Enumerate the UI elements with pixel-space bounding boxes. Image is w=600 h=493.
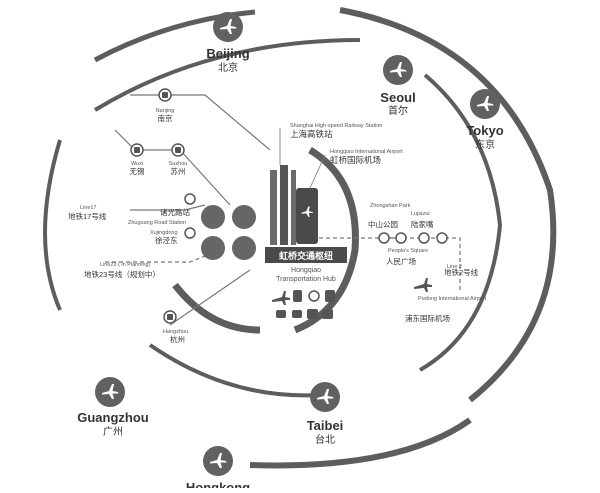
zhuguang-label-en: Zhuguang Road Station [128,220,186,226]
guangzhou-label-en: Guangzhou [77,410,149,425]
pudong-label-zh: 浦东国际机场 [405,313,450,323]
xujing-label-zh: 徐泾东 [155,235,178,245]
inner-ring-arc-right [419,73,503,372]
hub-center-en-1: Hongqiao [291,267,321,274]
city-guangzhou: Guangzhou 广州 [77,377,149,438]
peoples-square-label-en: People's Square [388,248,428,254]
bus-icon [325,290,335,302]
car-icon [276,310,286,318]
tokyo-label-en: Tokyo [466,123,503,138]
station-suzhou: Suzhou 苏州 [169,143,188,176]
outer-ring-arc-right [339,7,557,403]
hub-label: 虹桥交通枢纽 Hongqiao Transportation Hub [265,247,347,283]
tokyo-label-zh: 东京 [475,138,495,151]
zhongshan-label-zh: 中山公园 [368,219,398,229]
railway-label-zh: 上海高铁站 [290,129,333,139]
railway-station-block [270,165,296,245]
nanjing-label-en: Nanjing [156,108,175,114]
bus2-icon [322,309,333,319]
station-hangzhou: Hangzhou 杭州 [163,310,188,344]
zhongshan-label-en: Zhongshan Park [370,203,411,209]
city-taibei: Taibei 台北 [307,382,344,446]
station-pudong: Pudong International Airport 浦东国际机场 [405,278,487,323]
suzhou-label-en: Suzhou [169,161,188,167]
pudong-label-en: Pudong International Airport [418,296,487,302]
taxi-icon [292,310,302,318]
station-wuxi: Wuxi 无锡 [130,143,145,176]
beijing-label-zh: 北京 [218,61,238,74]
line-east-dashed [305,237,461,290]
line-wuxi-suzhou [114,129,231,206]
station-nanjing: Nanjing 南京 [156,88,175,123]
xujing-label-en: Xujingdong [150,230,178,236]
line2-label-zh: 地铁2号线 [444,267,479,277]
seoul-label-en: Seoul [380,90,415,105]
railway-label-en: Shanghai High-speed Railway Station [290,123,382,129]
wuxi-label-en: Wuxi [131,161,143,167]
city-seoul: Seoul 首尔 [380,55,416,117]
station-zhuguang: 诸光路站 Zhuguang Road Station [128,193,196,226]
pudong-airplane-icon [414,278,432,292]
inner-ring-arc-bottom [148,343,321,398]
inner-ring-arc-top [93,38,361,112]
inner-arc-left [172,282,261,334]
clover-logo [201,205,256,260]
metro-icon [308,290,320,302]
airport-block [296,188,318,244]
line-nanjing [130,94,271,151]
line23-label-zh: 地铁23号线（规划中） [84,269,160,279]
seoul-label-zh: 首尔 [388,104,408,117]
taibei-label-en: Taibei [307,418,344,433]
coach-icon [307,309,318,319]
suzhou-label-zh: 苏州 [171,166,186,176]
city-beijing: Beijing 北京 [206,12,250,74]
taibei-label-zh: 台北 [315,433,335,446]
line2-label-en: Line 2 [447,264,462,270]
zhuguang-label-zh: 诸光路站 [160,207,190,217]
outer-ring-arc-bottom [249,417,472,469]
wuxi-label-zh: 无锡 [130,167,145,176]
station-xujing: Xujingdong 徐泾东 [150,227,196,245]
airport-label-zh: 虹桥国际机场 [330,155,381,165]
city-hongkong: Hongkong [186,446,250,493]
city-tokyo: Tokyo 东京 [466,89,504,151]
line17-label-en: Line17 [80,205,97,211]
inner-ring-arc-left [43,139,62,311]
line-hangzhou [169,269,251,326]
line17-label-zh: 地铁17号线 [68,211,107,221]
line23-label-en: Line23 ( in Planning) [100,262,151,268]
airplane-icon [272,291,290,305]
train-icon [293,290,302,302]
lujiazui-label-zh: 陆家嘴 [411,219,434,229]
hangzhou-label-zh: 杭州 [170,334,185,344]
nanjing-label-zh: 南京 [158,113,173,123]
station-peoples-square: People's Square 人民广场 [386,232,428,266]
hangzhou-label-en: Hangzhou [163,329,188,335]
station-zhongshan: Zhongshan Park 中山公园 [368,203,411,244]
transport-icons [272,290,335,319]
hub-center-zh: 虹桥交通枢纽 [279,250,333,261]
station-lujiazui: Lujiazui 陆家嘴 [411,211,434,244]
lujiazui-label-en: Lujiazui [411,211,430,217]
peoples-square-label-zh: 人民广场 [386,256,416,266]
airport-label-en: Hongqiao International Airport [330,149,403,155]
guangzhou-label-zh: 广州 [103,426,123,438]
hub-center-en-2: Transportation Hub [276,276,336,283]
beijing-label-en: Beijing [206,46,249,61]
line-zhuguang [130,204,206,211]
hongkong-label-en: Hongkong [186,480,250,488]
station-line2-end [436,232,448,244]
